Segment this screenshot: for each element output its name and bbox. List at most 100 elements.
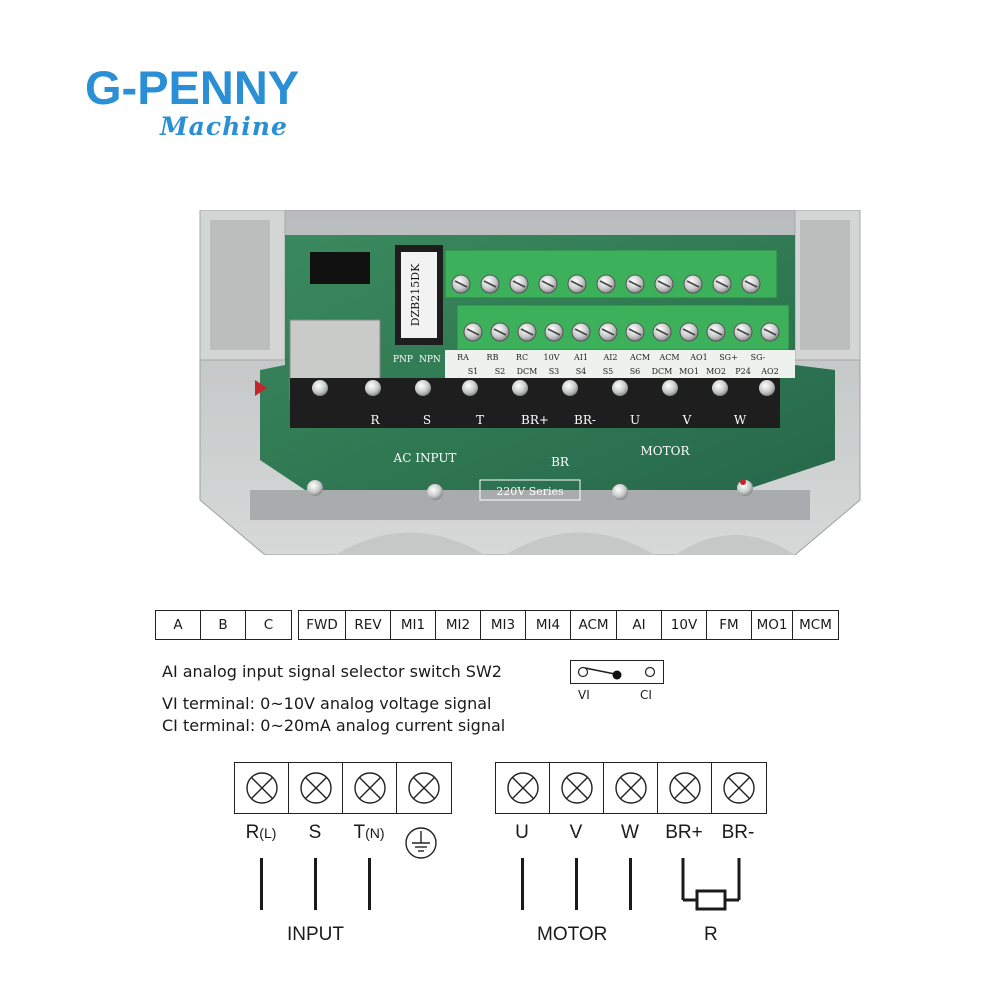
photo-terminal-label: S6 xyxy=(630,367,641,376)
power-terminal-label: T xyxy=(476,413,484,427)
board-code-label: DZB215DK xyxy=(409,263,422,326)
photo-terminal-label: RC xyxy=(516,353,528,362)
terminal-label-w: W xyxy=(621,822,639,843)
switch-lever-icon xyxy=(584,667,616,675)
logo-main-text: G-PENNY xyxy=(85,61,300,114)
power-terminal-label: BR+ xyxy=(521,413,549,427)
strip-cell: REV xyxy=(346,611,391,639)
motor-group-label: MOTOR xyxy=(537,924,608,945)
vi-description: VI terminal: 0~10V analog voltage signal xyxy=(162,694,492,713)
power-screw-icon xyxy=(612,380,628,396)
brake-resistor-icon xyxy=(680,858,742,922)
strip-cell: 10V xyxy=(662,611,707,639)
photo-terminal-label: S5 xyxy=(603,367,614,376)
input-terminal-screw xyxy=(397,763,451,813)
strip-cell: MCM xyxy=(799,617,832,633)
ci-description: CI terminal: 0~20mA analog current signa… xyxy=(162,716,506,735)
power-terminal-label: R xyxy=(370,413,380,427)
terminal-label-s: S xyxy=(308,822,322,843)
input-terminal-block xyxy=(234,762,452,814)
input-terminal-screw xyxy=(235,763,289,813)
terminal-label-r: R(L) xyxy=(245,822,277,843)
strip-cell: MI2 xyxy=(436,611,481,639)
wire-w xyxy=(629,858,632,910)
terminal-label-u: U xyxy=(515,822,529,843)
photo-terminal-label: ACM xyxy=(629,353,650,362)
input-group-label: INPUT xyxy=(287,924,344,945)
jumper-label-pnp: PNP xyxy=(393,355,413,365)
motor-terminal-screw xyxy=(658,763,712,813)
ac-input-label: AC INPUT xyxy=(393,451,457,465)
terminal-label-br-minus: BR- xyxy=(721,822,755,843)
photo-terminal-label: RB xyxy=(487,353,499,362)
power-screw-icon xyxy=(562,380,578,396)
terminal-screw-icon xyxy=(723,772,755,804)
terminal-label-br-plus: BR+ xyxy=(665,822,703,843)
terminal-screw-icon xyxy=(299,772,332,804)
brand-logo: G-PENNY Machine xyxy=(85,61,300,142)
photo-terminal-label: P24 xyxy=(735,367,751,376)
strip-cell: FWD xyxy=(299,611,346,639)
terminal-screw-icon xyxy=(668,772,701,804)
terminal-screw-icon xyxy=(614,772,647,804)
power-terminal-label: W xyxy=(734,413,747,427)
strip-cell: A xyxy=(156,611,201,639)
wire-r xyxy=(260,858,263,910)
terminal-label-v: V xyxy=(569,822,583,843)
ci-label: CI xyxy=(640,688,652,702)
terminal-screw-icon xyxy=(560,772,593,804)
power-terminal-label: S xyxy=(423,413,431,427)
photo-terminal-label: AO2 xyxy=(760,367,778,376)
power-terminal-label: BR- xyxy=(574,413,596,427)
motor-terminal-screw xyxy=(712,763,766,813)
power-screw-icon xyxy=(512,380,528,396)
photo-terminal-label: S1 xyxy=(468,367,479,376)
jumper-label-npn: NPN xyxy=(419,355,441,365)
terminal-screw-icon xyxy=(408,772,440,804)
strip-cell: MI3 xyxy=(481,611,526,639)
power-screw-icon xyxy=(759,380,775,396)
photo-terminal-label: ACM xyxy=(658,353,679,362)
photo-terminal-label: SG+ xyxy=(719,353,738,362)
series-label: 220V Series xyxy=(496,485,564,498)
switch-title: AI analog input signal selector switch S… xyxy=(162,662,502,681)
motor-terminal-screw xyxy=(604,763,658,813)
photo-terminal-label: S4 xyxy=(576,367,587,376)
wire-s xyxy=(314,858,317,910)
photo-terminal-label: RA xyxy=(457,353,469,362)
resistor-label: R xyxy=(704,924,718,945)
strip-cell: MI1 xyxy=(391,611,436,639)
strip-cell: C xyxy=(263,617,274,633)
wire-t xyxy=(368,858,371,910)
power-screw-icon xyxy=(415,380,431,396)
sw2-switch xyxy=(570,660,664,684)
input-terminal-screw xyxy=(289,763,343,813)
photo-terminal-label: S3 xyxy=(549,367,560,376)
motor-terminal-block xyxy=(495,762,767,814)
wire-v xyxy=(575,858,578,910)
br-label: BR xyxy=(551,455,570,469)
ci-contact-icon xyxy=(644,666,656,678)
terminal-screw-icon xyxy=(506,772,539,804)
photo-terminal-label: AO1 xyxy=(689,353,707,362)
power-screw-icon xyxy=(365,380,381,396)
wire-u xyxy=(521,858,524,910)
photo-terminal-label: MO1 xyxy=(679,367,699,376)
power-screw-icon xyxy=(462,380,478,396)
power-screw-icon xyxy=(712,380,728,396)
photo-terminal-label: AI2 xyxy=(602,353,617,362)
input-terminal-screw xyxy=(343,763,397,813)
strip-cell: B xyxy=(201,611,246,639)
photo-terminal-label: MO2 xyxy=(706,367,726,376)
photo-terminal-label: SG- xyxy=(751,353,766,362)
strip-cell: AI xyxy=(617,611,662,639)
photo-terminal-label: S2 xyxy=(495,367,506,376)
terminal-label-t: T(N) xyxy=(353,822,385,843)
power-terminal-label: U xyxy=(630,413,640,427)
power-screw-icon xyxy=(312,380,328,396)
switch-pivot-icon xyxy=(612,670,622,680)
strip-cell: MO1 xyxy=(752,611,793,639)
